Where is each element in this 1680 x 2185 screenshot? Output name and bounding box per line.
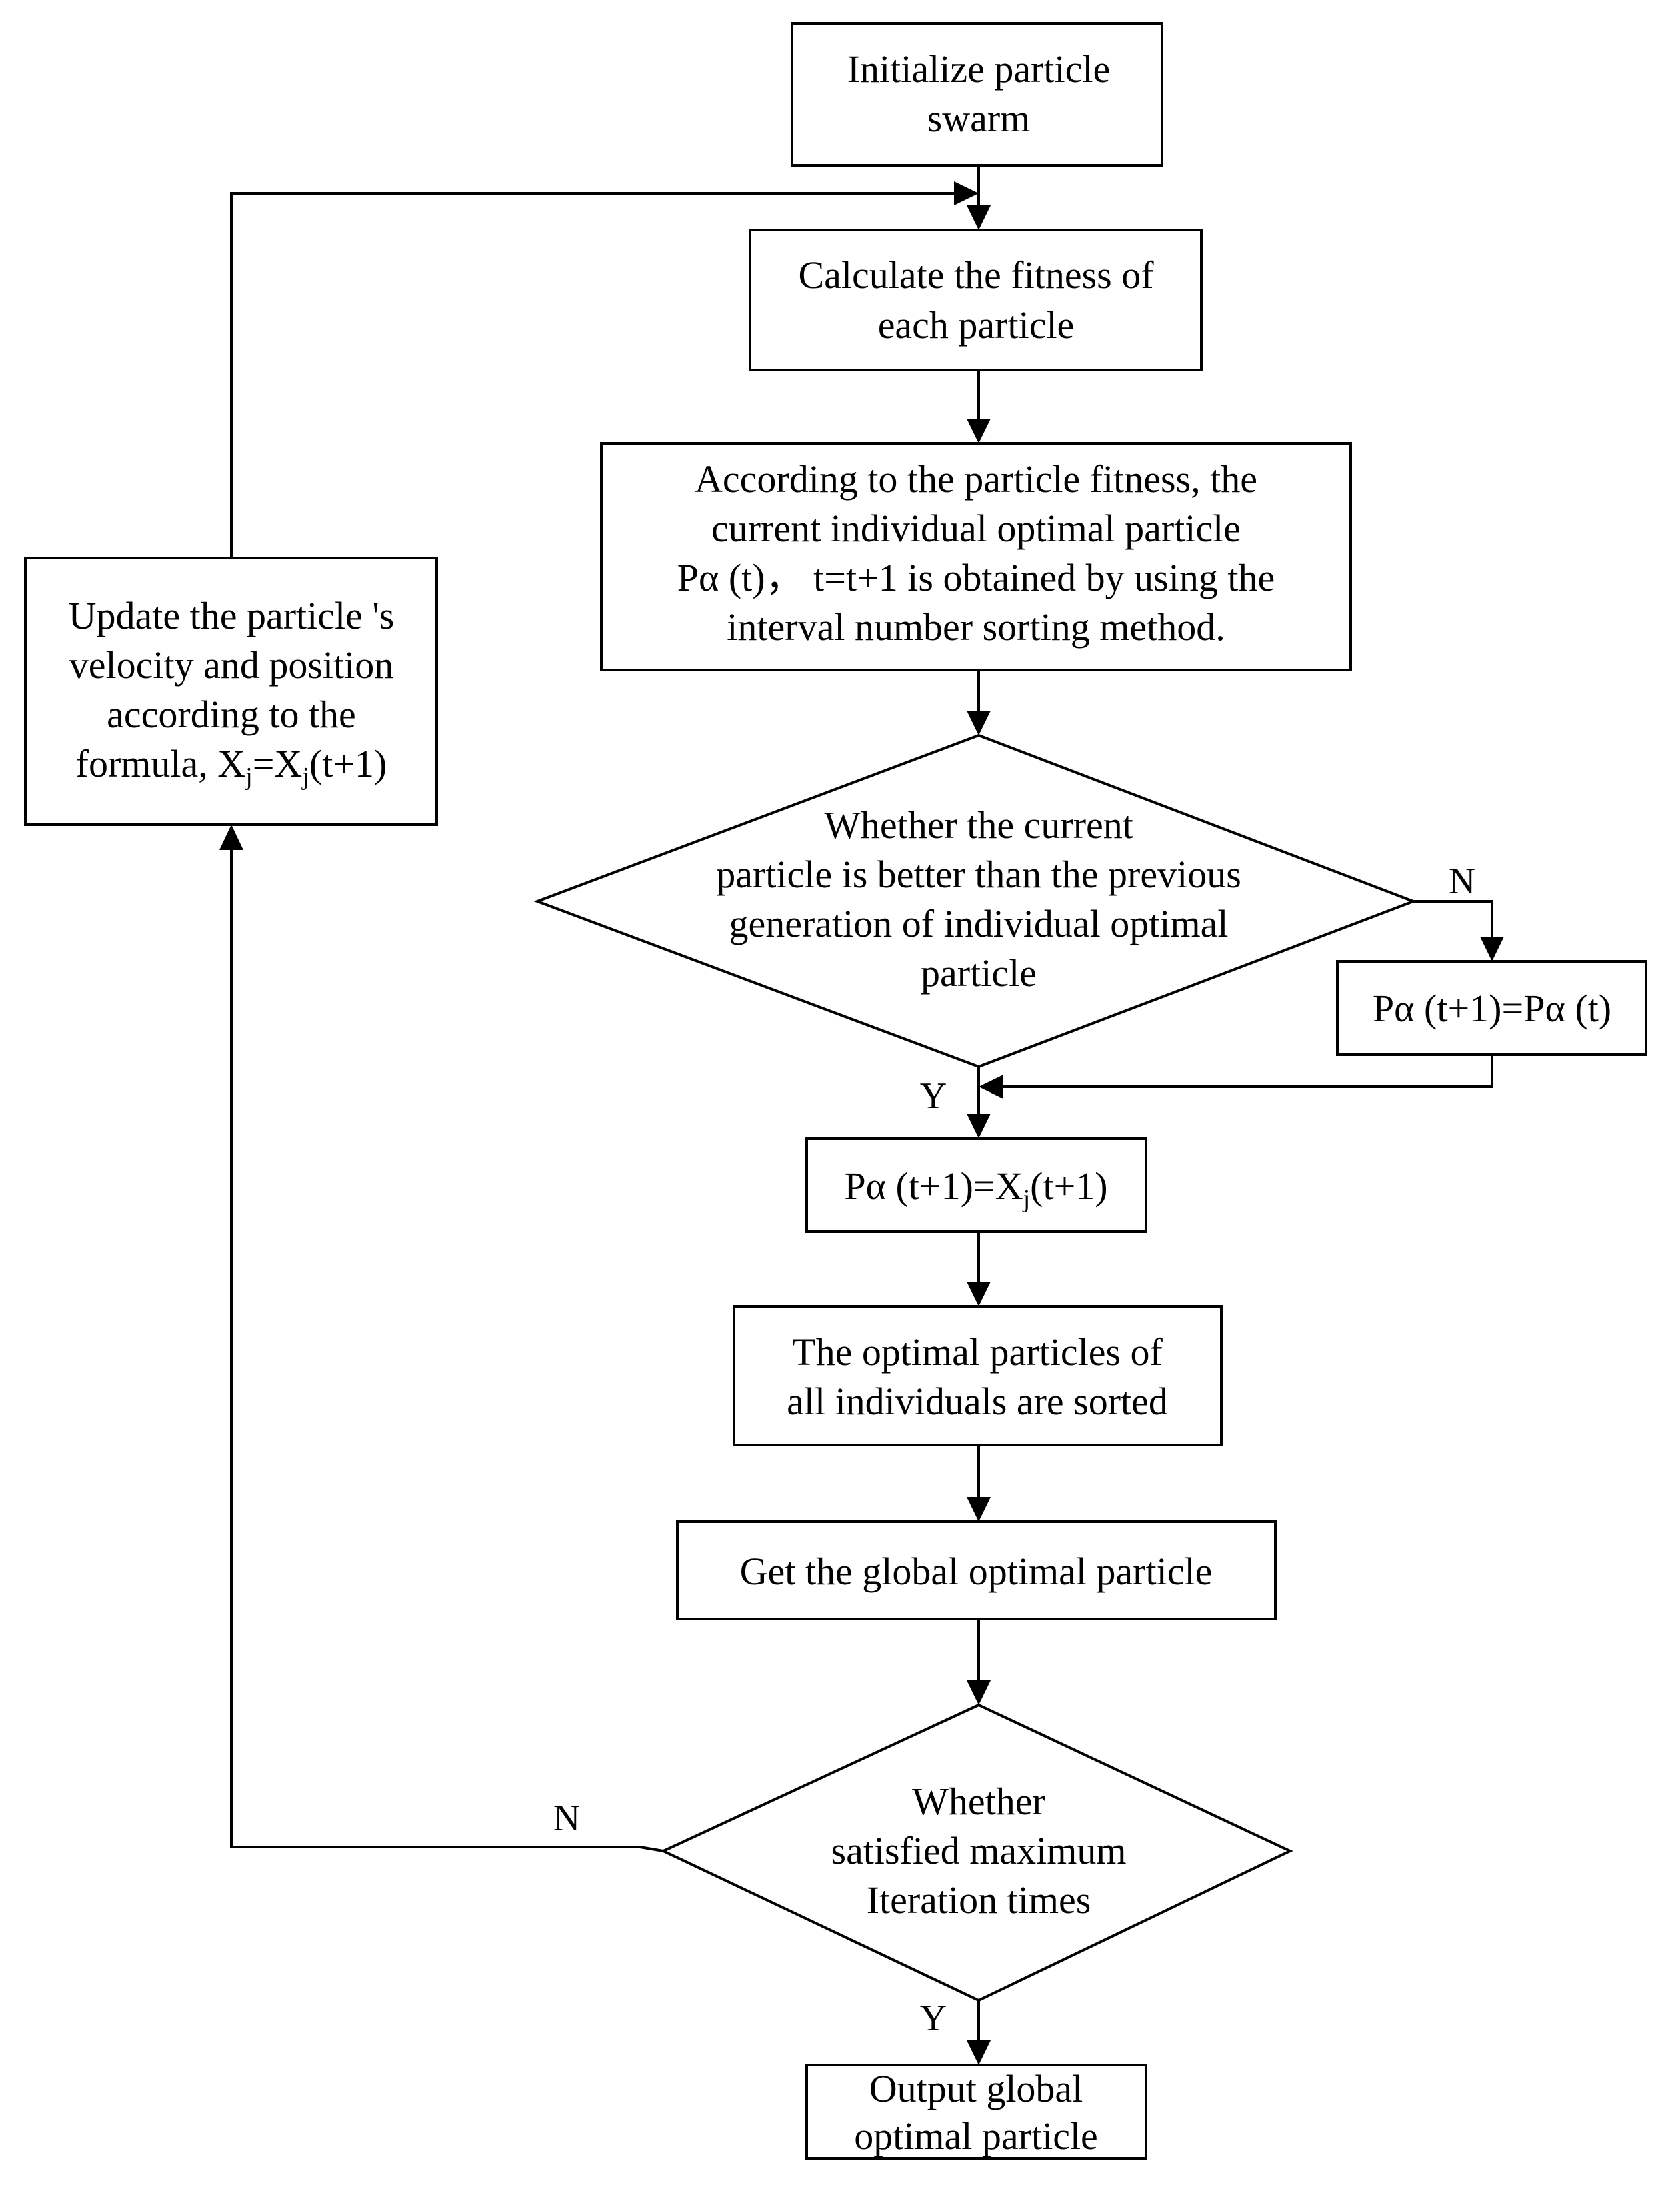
update-line-3: according to the bbox=[107, 693, 356, 736]
arrowhead-merge bbox=[979, 1075, 1003, 1099]
decision1-line-3: generation of individual optimal bbox=[729, 902, 1229, 945]
output-line-1: Output global bbox=[869, 2067, 1083, 2110]
arrowhead-assign bbox=[967, 1114, 991, 1138]
decision2-no-label: N bbox=[553, 1798, 580, 1839]
decision2-line-3: Iteration times bbox=[867, 1878, 1091, 1922]
node-decision-better: Whether the current particle is better t… bbox=[533, 733, 1417, 1069]
connectors bbox=[219, 165, 1504, 2065]
node-sort-optimal: The optimal particles of all individuals… bbox=[733, 1305, 1223, 1446]
individual-line-3: Pα (t)， t=t+1 is obtained by using the bbox=[677, 556, 1275, 599]
decision2-line-1: Whether bbox=[912, 1780, 1045, 1823]
decision1-line-2: particle is better than the previous bbox=[716, 853, 1241, 896]
node-global-optimal: Get the global optimal particle bbox=[676, 1520, 1277, 1620]
arrowhead-sort bbox=[967, 1282, 991, 1306]
node-individual-optimal: According to the particle fitness, the c… bbox=[600, 442, 1352, 671]
node-assign-current: Pα (t+1)=Xj(t+1) bbox=[805, 1137, 1147, 1233]
update-line-1: Update the particle 's bbox=[69, 594, 395, 637]
arrowhead-decision2 bbox=[967, 1680, 991, 1705]
decision1-line-4: particle bbox=[921, 951, 1037, 995]
arrowhead-update bbox=[219, 825, 243, 850]
node-output: Output global optimal particle bbox=[805, 2064, 1147, 2160]
keep-label: Pα (t+1)=Pα (t) bbox=[1373, 987, 1611, 1030]
sort-line-2: all individuals are sorted bbox=[787, 1380, 1168, 1423]
individual-line-2: current individual optimal particle bbox=[711, 507, 1241, 550]
individual-line-1: According to the particle fitness, the bbox=[695, 457, 1257, 501]
sort-line-1: The optimal particles of bbox=[792, 1330, 1163, 1374]
arrow-decision1-no-to-keep bbox=[1413, 900, 1493, 937]
node-update-velocity-position: Update the particle 's velocity and posi… bbox=[24, 557, 438, 826]
individual-line-4: interval number sorting method. bbox=[727, 605, 1225, 649]
edge-labels: N Y N Y bbox=[553, 861, 1475, 2039]
arrow-update-to-fitness bbox=[230, 192, 954, 558]
arrow-decision2-no-to-update bbox=[230, 850, 664, 1852]
fitness-line-1: Calculate the fitness of bbox=[798, 253, 1154, 297]
arrowhead-loop bbox=[954, 181, 979, 205]
node-calculate-fitness: Calculate the fitness of each particle bbox=[749, 229, 1203, 371]
arrowhead-global bbox=[967, 1497, 991, 1522]
decision1-yes-label: Y bbox=[920, 1075, 947, 1117]
update-line-4: formula, Xj=Xj(t+1) bbox=[76, 742, 387, 791]
initialize-line-2: swarm bbox=[927, 97, 1031, 140]
arrowhead-fitness bbox=[967, 205, 991, 230]
fitness-line-2: each particle bbox=[878, 303, 1075, 347]
arrowhead-keep bbox=[1480, 937, 1504, 961]
node-initialize: Initialize particle swarm bbox=[791, 22, 1163, 167]
initialize-line-1: Initialize particle bbox=[847, 47, 1111, 91]
assign-label: Pα (t+1)=Xj(t+1) bbox=[844, 1164, 1107, 1213]
arrowhead-decision1 bbox=[967, 711, 991, 735]
output-line-2: optimal particle bbox=[854, 2114, 1098, 2158]
decision1-line-1: Whether the current bbox=[824, 803, 1133, 847]
arrow-keep-to-merge bbox=[1003, 1055, 1493, 1088]
arrowhead-individual bbox=[967, 419, 991, 443]
decision1-no-label: N bbox=[1449, 861, 1475, 902]
arrowhead-output bbox=[967, 2040, 991, 2065]
update-line-2: velocity and position bbox=[69, 643, 394, 687]
node-keep-previous: Pα (t+1)=Pα (t) bbox=[1336, 960, 1647, 1056]
global-label: Get the global optimal particle bbox=[740, 1550, 1213, 1593]
node-decision-max-iteration: Whether satisfied maximum Iteration time… bbox=[660, 1703, 1293, 2002]
decision2-yes-label: Y bbox=[920, 1998, 947, 2039]
decision2-line-2: satisfied maximum bbox=[831, 1829, 1127, 1872]
